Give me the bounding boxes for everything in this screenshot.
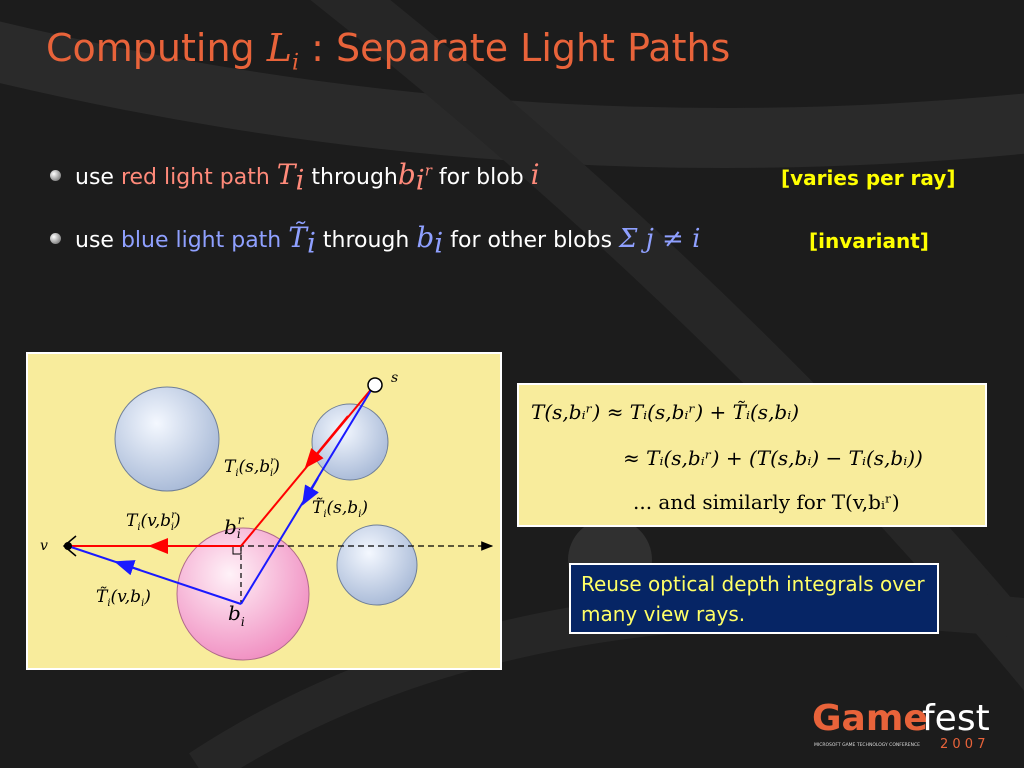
formula-line-3: ... and similarly for T(v,bᵢʳ) (633, 490, 900, 514)
formula-box: T(s,bᵢʳ) ≈ Tᵢ(s,bᵢʳ) + T̃ᵢ(s,bᵢ) ≈ Tᵢ(s,… (517, 383, 987, 527)
label-blue-left: T̃i(v,bi) (96, 587, 151, 609)
red-arrow-top (304, 415, 349, 469)
blob-top-left (114, 386, 220, 492)
note-box: Reuse optical depth integrals over many … (569, 563, 939, 634)
bullet-red-path: use red light path Ti throughbir for blo… (50, 158, 540, 196)
eye-icon (62, 535, 77, 557)
label-blue-top: T̃i(s,bi) (312, 498, 368, 520)
label-bir: bir (224, 513, 245, 541)
blob-top-right (311, 403, 389, 481)
label-bi: bi (228, 601, 245, 629)
blue-path-bi-to-v (67, 545, 242, 605)
slide-title: Computing Li : Separate Light Paths (46, 26, 731, 76)
label-v: v (40, 538, 48, 554)
blob-right (336, 524, 418, 606)
logo-subline: MICROSOFT GAME TECHNOLOGY CONFERENCE (814, 742, 920, 748)
bullet-blue-path: use blue light path T̃i through bi for o… (50, 221, 700, 259)
source-point-s (367, 377, 383, 393)
blue-arrow-left (114, 560, 141, 576)
tag-varies-per-ray: [varies per ray] (781, 166, 956, 190)
formula-line-1: T(s,bᵢʳ) ≈ Tᵢ(s,bᵢʳ) + T̃ᵢ(s,bᵢ) (531, 400, 799, 424)
bullet-dot-icon (50, 169, 61, 181)
logo-game: Game (812, 698, 928, 739)
formula-line-2: ≈ Tᵢ(s,bᵢʳ) + (T(s,bᵢ) − Tᵢ(s,bᵢ)) (623, 446, 923, 470)
tag-invariant: [invariant] (809, 229, 929, 253)
blue-arrow-top (302, 477, 319, 506)
gamefest-logo: Game fest MICROSOFT GAME TECHNOLOGY CONF… (812, 692, 1008, 752)
logo-year: 2 0 0 7 (940, 737, 985, 752)
logo-fest: fest (922, 698, 990, 739)
bullet-dot-icon (50, 232, 61, 244)
label-s: s (391, 370, 398, 386)
blob-i (176, 527, 310, 661)
